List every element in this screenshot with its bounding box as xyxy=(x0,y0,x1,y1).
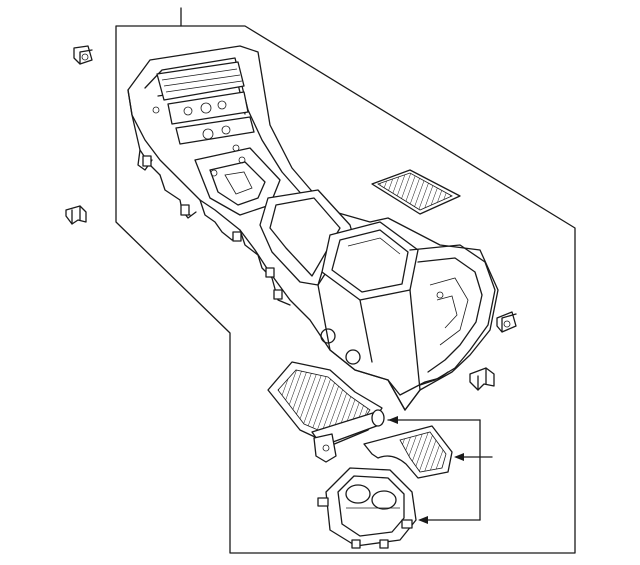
retainer-clip-icon xyxy=(496,311,517,333)
cup-holder-tray xyxy=(267,361,385,463)
retainer-clip-icon xyxy=(469,367,495,391)
center-console-body xyxy=(127,45,499,411)
storage-mat xyxy=(371,169,461,215)
callout-arrow-group xyxy=(387,416,493,524)
retainer-clip-icon xyxy=(65,205,87,225)
assembly-frame xyxy=(115,25,576,554)
retainer-clip-icon xyxy=(73,45,93,65)
cup-holder-insert xyxy=(317,467,417,549)
trim-plate xyxy=(363,425,453,479)
